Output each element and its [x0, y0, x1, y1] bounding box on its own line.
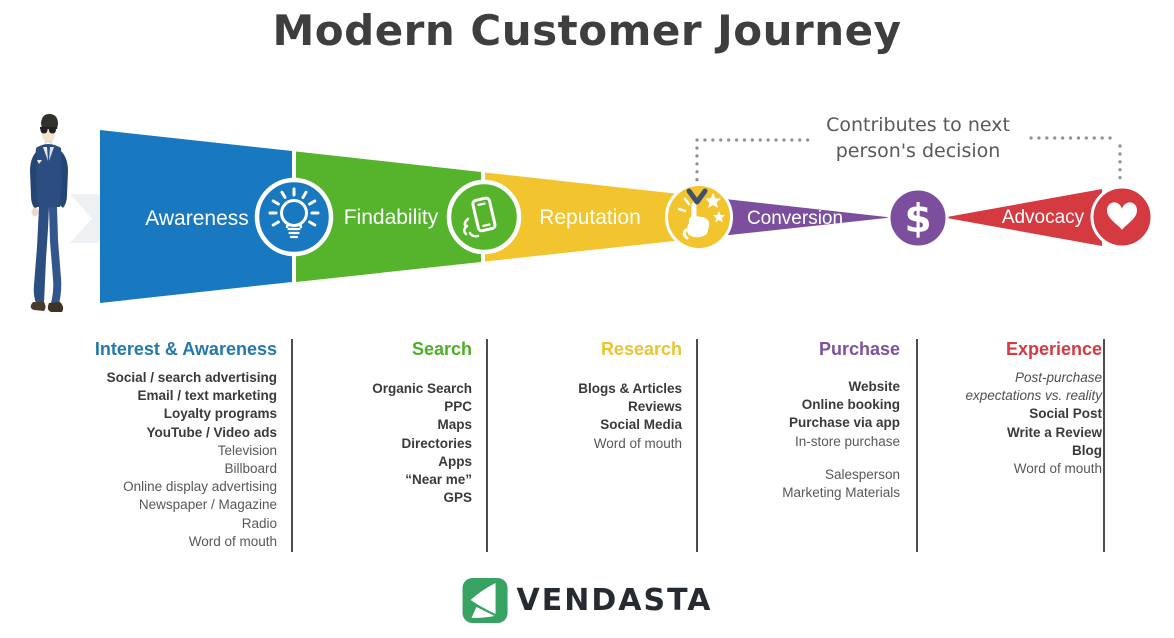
funnel-stage-awareness	[100, 130, 292, 303]
column-item: Newspaper / Magazine	[138, 497, 277, 513]
vendasta-logo: VENDASTA	[462, 577, 713, 624]
funnel-stage-reputation	[485, 172, 702, 262]
funnel-stage-conversion	[716, 198, 891, 237]
column-item: expectations vs. reality	[965, 388, 1102, 404]
column-header: Research	[600, 339, 682, 359]
column-divider	[486, 339, 488, 552]
stage-label-findability: Findability	[343, 206, 439, 229]
column-item: Billboard	[224, 461, 277, 477]
column-item: Social Media	[600, 417, 682, 433]
column-header: Interest & Awareness	[94, 339, 277, 359]
column-item: Purchase via app	[788, 415, 900, 431]
column-item: Marketing Materials	[782, 485, 900, 501]
column-divider	[916, 339, 918, 552]
column-item: Blogs & Articles	[578, 381, 682, 396]
column-item: In-store purchase	[794, 433, 900, 449]
column-item: Television	[217, 442, 277, 458]
column-item: Word of mouth	[188, 533, 277, 549]
annotation-line1: Contributes to next	[826, 114, 1010, 136]
column-item: Online booking	[801, 397, 900, 413]
column-search: Search Organic Search PPC Maps Directori…	[372, 338, 472, 507]
vendasta-logo-text: VENDASTA	[516, 583, 713, 618]
tap-stars-icon	[665, 183, 733, 251]
column-item: YouTube / Video ads	[146, 424, 277, 440]
column-item: “Near me”	[405, 472, 472, 488]
phone-in-hand-icon	[446, 179, 522, 255]
column-item: Social / search advertising	[106, 370, 277, 385]
column-header: Purchase	[818, 339, 900, 359]
column-experience: Experience Post-purchase expectations vs…	[965, 338, 1102, 478]
lightbulb-icon	[254, 177, 334, 257]
column-divider	[696, 339, 698, 552]
column-item: Salesperson	[824, 466, 900, 482]
column-divider	[1103, 339, 1105, 552]
annotation-line2: person's decision	[835, 140, 1001, 162]
column-item: Apps	[438, 453, 472, 469]
column-item: Website	[848, 379, 900, 394]
stage-label-reputation: Reputation	[539, 206, 641, 229]
column-item: Reviews	[627, 399, 682, 415]
column-item: Blog	[1072, 442, 1102, 458]
column-item: Post-purchase	[1014, 370, 1102, 385]
dollar-icon: $	[887, 187, 949, 249]
column-item: Email / text marketing	[137, 388, 277, 404]
column-spacer	[782, 451, 900, 466]
column-item: Word of mouth	[1013, 461, 1102, 477]
column-item: GPS	[443, 490, 472, 506]
stage-label-conversion: Conversion	[746, 208, 844, 229]
annotation-contributes: Contributes to next person's decision	[798, 112, 1038, 164]
businessman-illustration	[30, 114, 68, 312]
column-divider	[291, 339, 293, 552]
page-title: Modern Customer Journey	[272, 6, 902, 55]
dollar-glyph: $	[904, 197, 931, 242]
stage-label-awareness: Awareness	[145, 207, 249, 230]
arrow-down-icon	[686, 188, 708, 205]
column-purchase: Purchase Website Online booking Purchase…	[782, 338, 900, 502]
column-header: Search	[411, 339, 472, 359]
column-item: Maps	[437, 417, 472, 433]
stage-label-advocacy: Advocacy	[1001, 207, 1085, 228]
column-header: Experience	[1005, 339, 1102, 359]
column-item: Write a Review	[1006, 424, 1102, 440]
funnel-stage-findability	[296, 151, 481, 282]
funnel-stage-advocacy	[944, 189, 1102, 246]
vendasta-logo-icon	[462, 578, 508, 623]
column-item: Word of mouth	[593, 435, 682, 451]
column-item: Social Post	[1029, 406, 1102, 422]
column-item: Loyalty programs	[163, 406, 277, 422]
heart-icon	[1090, 185, 1154, 249]
column-item: PPC	[444, 399, 472, 415]
column-item: Online display advertising	[123, 479, 277, 495]
column-interest-awareness: Interest & Awareness Social / search adv…	[95, 338, 277, 551]
column-research: Research Blogs & Articles Reviews Social…	[578, 338, 682, 453]
column-item: Radio	[241, 515, 277, 531]
column-item: Directories	[401, 435, 472, 451]
column-item: Organic Search	[372, 381, 472, 396]
